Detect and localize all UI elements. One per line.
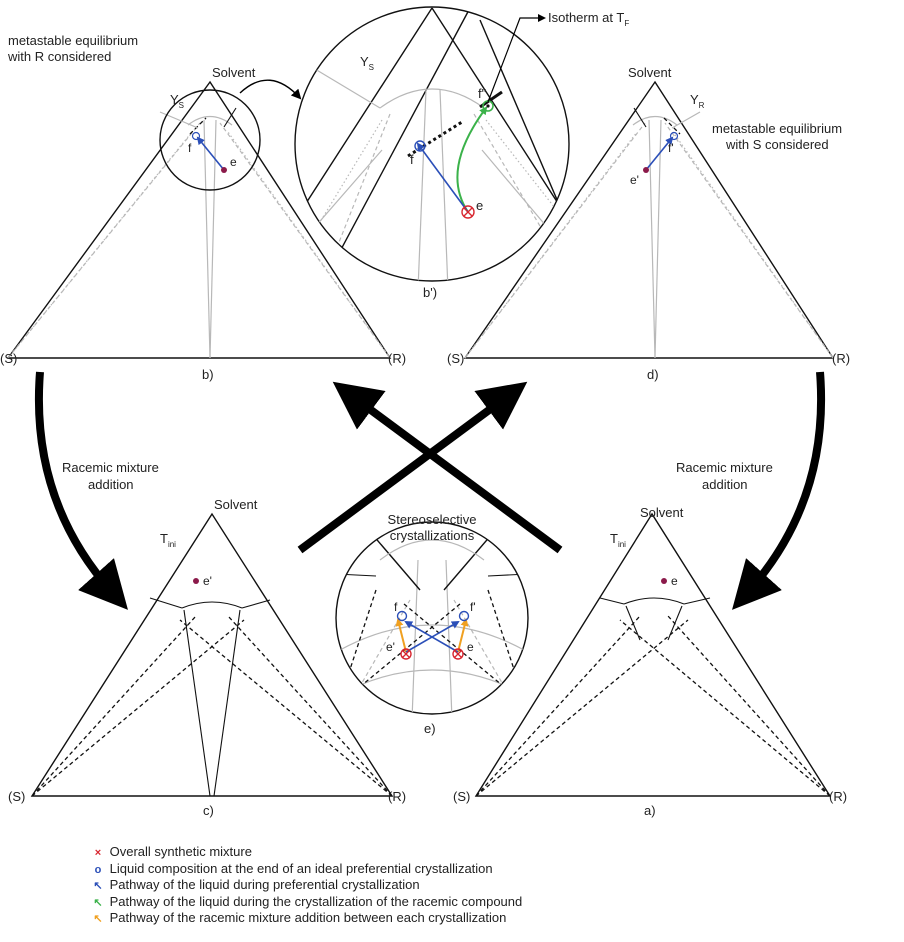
legend-text: Liquid composition at the end of an idea… <box>109 860 493 876</box>
arrow-icon: ↖ <box>93 880 103 892</box>
c-apex-solvent: Solvent <box>214 497 258 512</box>
bz-caption: b') <box>423 285 437 300</box>
legend-item-addition-path: ↖ Pathway of the racemic mixture additio… <box>90 910 790 927</box>
d-point-f: f' <box>668 141 674 155</box>
panel-b-zoom: YS f f" e b') Isotherm at TF <box>294 6 629 300</box>
panel-d: f' e' YR Solvent metastable equilibrium … <box>447 65 850 382</box>
legend-text: Pathway of the liquid during the crystal… <box>109 893 523 909</box>
a-left-vertex-label: (S) <box>453 789 470 804</box>
c-caption: c) <box>203 803 214 818</box>
a-apex-solvent: Solvent <box>640 505 684 520</box>
d-note-line2: with S considered <box>725 137 829 152</box>
c-point-e: e' <box>203 574 212 588</box>
cross-arrows <box>297 381 563 554</box>
right-arrow-label-1: Racemic mixture <box>676 460 773 475</box>
b-note-line1: metastable equilibrium <box>8 33 138 48</box>
arrow-icon: ↖ <box>93 913 103 925</box>
panel-b: f e YS Solvent metastable equilibrium wi… <box>0 33 406 382</box>
cross-icon: × <box>94 847 102 859</box>
e-title-line1: Stereoselective <box>388 512 477 527</box>
a-right-vertex-label: (R) <box>829 789 847 804</box>
arrow-icon: ↖ <box>93 896 103 909</box>
triangle-a <box>474 512 832 797</box>
legend: × Overall synthetic mixture o Liquid com… <box>90 844 790 927</box>
d-apex-solvent: Solvent <box>628 65 672 80</box>
left-arrow-label-1: Racemic mixture <box>62 460 159 475</box>
b-left-vertex-label: (S) <box>0 351 17 366</box>
c-tini-label: Tini <box>160 531 176 549</box>
right-arrow-label-2: addition <box>702 477 748 492</box>
e-title-line2: crystallizations <box>390 528 475 543</box>
e-point-e1: e' <box>386 640 395 654</box>
legend-text: Pathway of the racemic mixture addition … <box>109 910 507 925</box>
b-ys-label: YS <box>170 92 184 110</box>
d-point-e: e' <box>630 173 639 187</box>
left-addition-arrow <box>34 371 128 610</box>
legend-item-racemic-path: ↖ Pathway of the liquid during the cryst… <box>90 894 790 911</box>
panel-e: f f' e' e Stereoselective crystallizatio… <box>335 512 529 736</box>
c-left-vertex-label: (S) <box>8 789 25 804</box>
e-point-f: f <box>394 600 398 614</box>
a-point-e: e <box>671 574 678 588</box>
legend-text: Pathway of the liquid during preferentia… <box>109 877 420 892</box>
bz-ys-label: YS <box>360 54 374 72</box>
b-caption: b) <box>202 367 214 382</box>
d-yr-label: YR <box>690 92 705 110</box>
b-note-line2: with R considered <box>7 49 111 64</box>
left-arrow-label-2: addition <box>88 477 134 492</box>
bz-point-f2: f" <box>478 86 487 101</box>
e-point-e2: e <box>467 640 474 654</box>
bz-isotherm-label: Isotherm at TF <box>548 10 629 28</box>
d-left-vertex-label: (S) <box>447 351 464 366</box>
b-apex-solvent: Solvent <box>212 65 256 80</box>
c-right-vertex-label: (R) <box>388 789 406 804</box>
triangle-b <box>6 80 392 359</box>
panel-c: e' Tini Solvent (S) (R) c) <box>8 497 406 818</box>
b-point-f: f <box>188 141 192 155</box>
a-tini-label: Tini <box>610 531 626 549</box>
right-addition-arrow <box>732 371 826 610</box>
e-point-f2: f' <box>470 600 476 614</box>
d-note-line1: metastable equilibrium <box>712 121 842 136</box>
triangle-d <box>463 80 835 359</box>
b-point-e: e <box>230 155 237 169</box>
legend-item-preferential-path: ↖ Pathway of the liquid during preferent… <box>90 877 790 894</box>
e-caption: e) <box>424 721 436 736</box>
bz-point-e: e <box>476 198 483 213</box>
b-right-vertex-label: (R) <box>388 351 406 366</box>
triangle-c <box>30 512 394 797</box>
bz-point-f: f <box>410 152 414 167</box>
a-caption: a) <box>644 803 656 818</box>
d-caption: d) <box>647 367 659 382</box>
legend-item-mixture: × Overall synthetic mixture <box>90 844 790 861</box>
legend-item-liquid-end: o Liquid composition at the end of an id… <box>90 861 790 878</box>
zoom-connector-arrow <box>239 79 302 100</box>
panel-a: e Tini Solvent (S) (R) a) <box>453 505 847 818</box>
circle-icon: o <box>94 863 102 876</box>
d-right-vertex-label: (R) <box>832 351 850 366</box>
legend-text: Overall synthetic mixture <box>109 844 252 859</box>
